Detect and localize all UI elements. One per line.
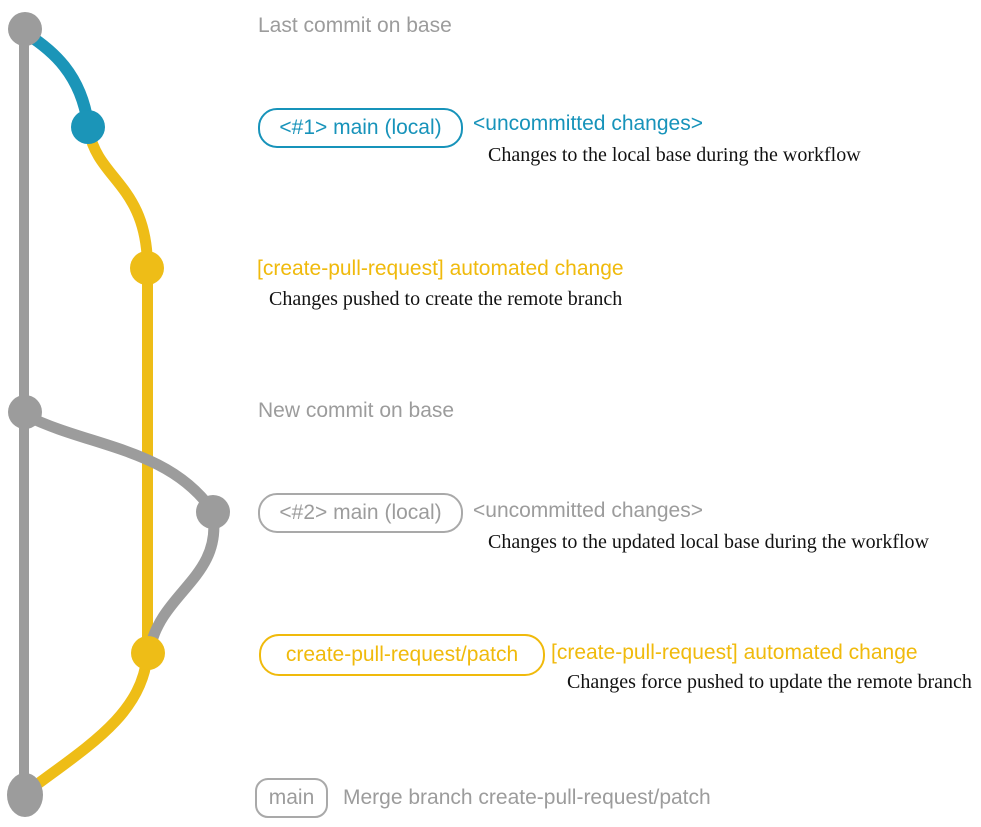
branch-badge-main: main (255, 778, 328, 818)
commit-message-merge: Merge branch create-pull-request/patch (343, 786, 711, 809)
commit-dot-merge (7, 773, 43, 817)
patch-branch-line (83, 125, 153, 658)
commit-dot-automated-change-1 (130, 251, 164, 285)
commit-message-uncommitted-2: <uncommitted changes> (473, 499, 703, 522)
branch-badge-patch: create-pull-request/patch (259, 634, 545, 676)
commit-message-last-base: Last commit on base (258, 14, 452, 37)
local-into-patch-line (144, 509, 220, 654)
commit-dot-main-local-2 (196, 495, 230, 529)
commit-message-new-base: New commit on base (258, 399, 455, 422)
commit-message-uncommitted-1: <uncommitted changes> (473, 112, 703, 135)
caption-local-base-changes: Changes to the local base during the wor… (488, 144, 861, 166)
branch-badge-main-local-1: <#1> main (local) (258, 108, 463, 148)
commit-dot-last-base (8, 12, 42, 46)
commit-message-automated-change-2: [create-pull-request] automated change (551, 641, 918, 664)
caption-force-pushed-update-branch: Changes force pushed to update the remot… (567, 671, 972, 693)
caption-updated-local-base-changes: Changes to the updated local base during… (488, 531, 929, 553)
patch-merge-line (21, 651, 153, 798)
local-main-branch-line (21, 28, 94, 130)
caption-pushed-create-branch: Changes pushed to create the remote bran… (269, 288, 623, 310)
updated-base-into-local-line (21, 410, 218, 516)
commit-dot-main-local-1 (71, 110, 105, 144)
commit-dot-automated-change-2 (131, 636, 165, 670)
commit-dot-new-base (8, 395, 42, 429)
commit-message-automated-change-1: [create-pull-request] automated change (257, 257, 624, 280)
branch-badge-main-local-2: <#2> main (local) (258, 493, 463, 533)
